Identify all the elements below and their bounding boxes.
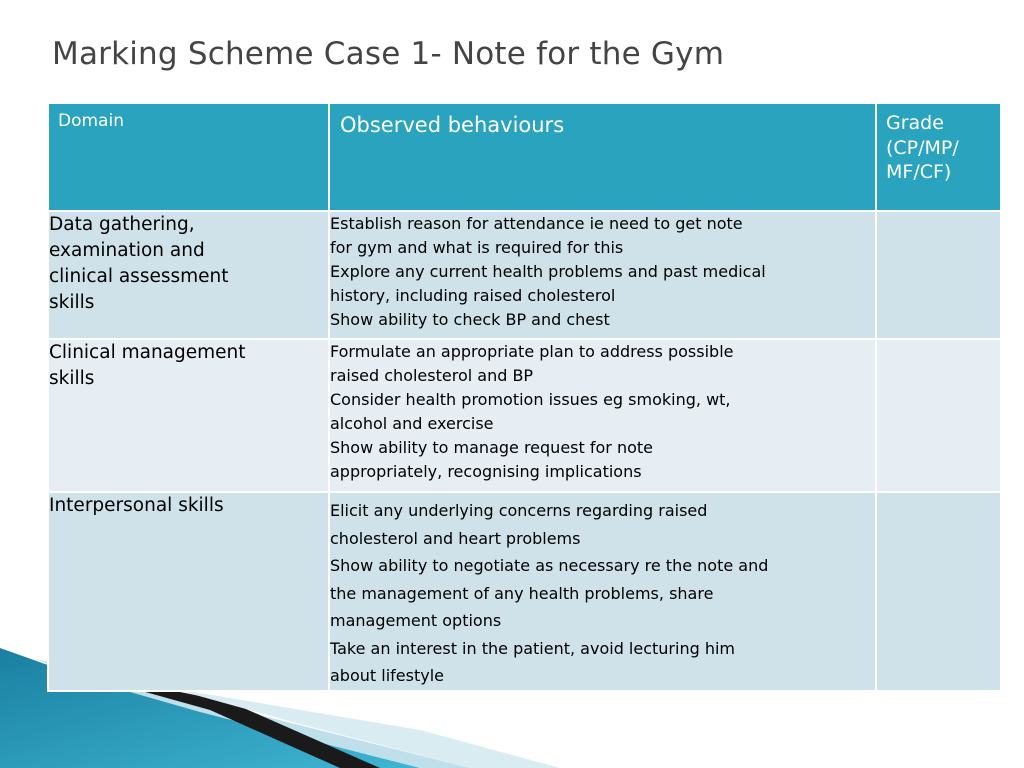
swoosh-dark-stripe: [80, 672, 380, 768]
domain-line: skills: [49, 292, 95, 313]
behaviour-line: about lifestyle: [330, 666, 444, 685]
marking-scheme-table: Domain Observed behaviours Grade (CP/MP/…: [47, 102, 1002, 692]
table-row: Data gathering, examination and clinical…: [47, 210, 1002, 340]
grade-cell[interactable]: [875, 338, 1002, 493]
swoosh-pale-band: [170, 688, 560, 768]
behaviour-line: for gym and what is required for this: [330, 238, 624, 257]
domain-line: Data gathering,: [49, 214, 195, 235]
header-grade-line: MF/CF): [886, 161, 952, 184]
domain-cell: Interpersonal skills: [47, 491, 330, 692]
behaviour-line: Take an interest in the patient, avoid l…: [330, 638, 736, 658]
domain-line: examination and: [49, 240, 205, 261]
behaviour-line: raised cholesterol and BP: [330, 366, 534, 385]
behaviour-line: history, including raised cholesterol: [330, 286, 616, 305]
behaviour-line: Elicit any underlying concerns regarding…: [330, 501, 708, 520]
behaviours-cell: Formulate an appropriate plan to address…: [328, 338, 877, 493]
behaviours-cell: Establish reason for attendance ie need …: [328, 210, 877, 340]
header-domain: Domain: [47, 102, 330, 212]
behaviour-line: the management of any health problems, s…: [330, 583, 714, 603]
behaviour-line: alcohol and exercise: [330, 414, 494, 433]
domain-line: skills: [49, 368, 95, 389]
header-grade-line: (CP/MP/: [886, 136, 959, 159]
domain-line: Interpersonal skills: [49, 495, 224, 516]
table-row: Clinical management skills Formulate an …: [47, 338, 1002, 493]
domain-cell: Clinical management skills: [47, 338, 330, 493]
behaviour-line: Show ability to negotiate as necessary r…: [330, 556, 769, 575]
header-grade: Grade (CP/MP/ MF/CF): [875, 102, 1002, 212]
behaviour-line: Formulate an appropriate plan to address…: [330, 342, 734, 361]
behaviours-cell: Elicit any underlying concerns regarding…: [328, 491, 877, 692]
header-observed-behaviours: Observed behaviours: [328, 102, 877, 212]
behaviour-line: Explore any current health problems and …: [330, 262, 766, 281]
header-grade-line: Grade: [886, 112, 944, 134]
behaviour-line: cholesterol and heart problems: [330, 528, 581, 548]
domain-line: clinical assessment: [49, 266, 229, 287]
grade-cell[interactable]: [875, 210, 1002, 340]
slide-title: Marking Scheme Case 1- Note for the Gym: [52, 36, 725, 72]
behaviour-line: Show ability to check BP and chest: [330, 310, 610, 329]
grade-cell[interactable]: [875, 491, 1002, 692]
behaviour-line: Establish reason for attendance ie need …: [330, 214, 743, 233]
domain-cell: Data gathering, examination and clinical…: [47, 210, 330, 340]
table-row: Interpersonal skills Elicit any underlyi…: [47, 491, 1002, 692]
domain-line: Clinical management: [49, 342, 246, 363]
table-header-row: Domain Observed behaviours Grade (CP/MP/…: [47, 102, 1002, 212]
behaviour-line: Consider health promotion issues eg smok…: [330, 390, 731, 409]
behaviour-line: management options: [330, 611, 502, 630]
behaviour-line: Show ability to manage request for note: [330, 438, 653, 457]
behaviour-line: appropriately, recognising implications: [330, 462, 642, 481]
